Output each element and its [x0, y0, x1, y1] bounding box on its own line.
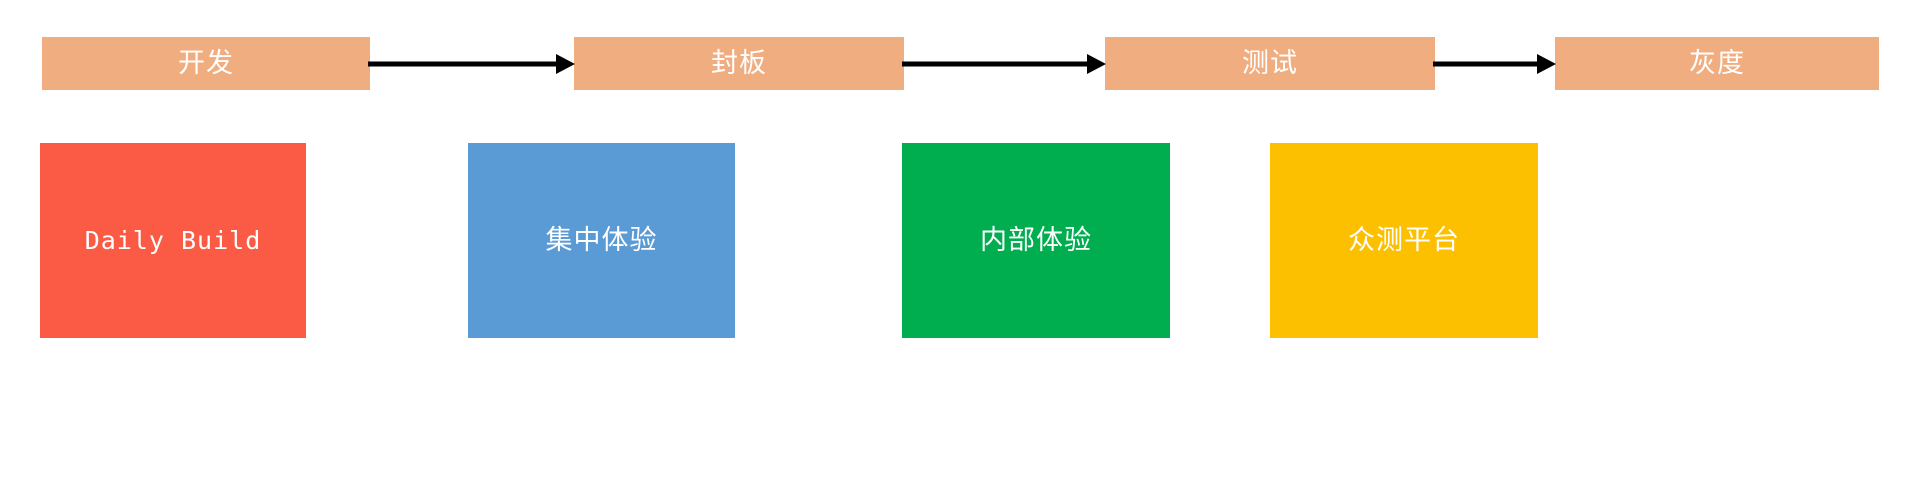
artifact-box-internal-experience[interactable]: 内部体验: [902, 143, 1170, 338]
stage-label-test: 测试: [1242, 48, 1298, 78]
stage-label-grayscale: 灰度: [1689, 48, 1745, 78]
artifact-box-daily-build[interactable]: Daily Build: [40, 143, 306, 338]
arrow-icon-dev-to-freeze: [368, 54, 575, 74]
stage-box-dev[interactable]: 开发: [42, 37, 370, 90]
stage-label-dev: 开发: [178, 48, 234, 78]
artifact-box-centralized-experience[interactable]: 集中体验: [468, 143, 735, 338]
arrow-icon-freeze-to-test: [902, 54, 1106, 74]
stage-box-grayscale[interactable]: 灰度: [1555, 37, 1879, 90]
artifact-label-centralized-experience: 集中体验: [545, 225, 658, 255]
stage-box-freeze[interactable]: 封板: [574, 37, 904, 90]
artifact-label-daily-build: Daily Build: [84, 226, 262, 255]
arrow-icon-test-to-grayscale: [1433, 54, 1556, 74]
stage-box-test[interactable]: 测试: [1105, 37, 1435, 90]
artifact-label-crowdtest-platform: 众测平台: [1348, 225, 1460, 255]
artifact-label-internal-experience: 内部体验: [980, 225, 1092, 255]
artifact-box-crowdtest-platform[interactable]: 众测平台: [1270, 143, 1538, 338]
stage-label-freeze: 封板: [711, 48, 767, 78]
